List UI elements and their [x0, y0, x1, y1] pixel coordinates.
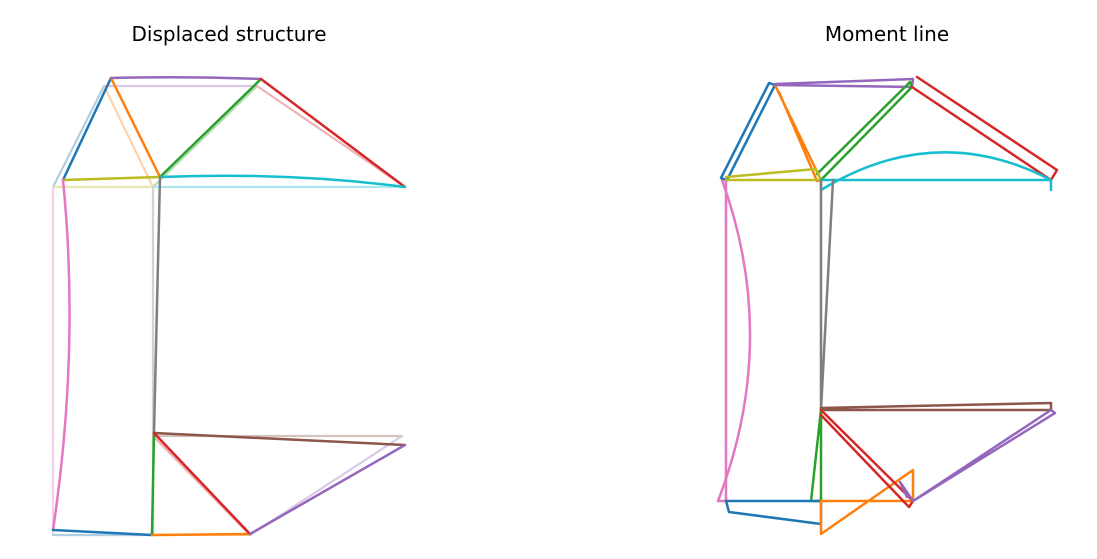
- displaced-member-gray: [152, 175, 162, 435]
- moment-member-gray: [819, 178, 835, 412]
- displaced-member-purple-bottom: [248, 443, 407, 536]
- moment-member-purple-bottom: [898, 408, 1057, 503]
- moment-member-green-bottom: [809, 408, 823, 503]
- moment-line-panel: [716, 75, 1059, 536]
- displaced-member-brown: [152, 431, 407, 447]
- moment-member-blue: [719, 81, 777, 182]
- displaced-member-purple-top: [109, 75, 263, 81]
- displaced-member-orange-bottom: [150, 532, 252, 537]
- moment-member-red-bottom: [819, 408, 915, 509]
- pink-moment-curve: [716, 178, 752, 503]
- undeformed-member-blue: [51, 84, 106, 189]
- undeformed-structure: [51, 84, 407, 537]
- displaced-member-blue-bottom: [51, 528, 154, 537]
- moment-member-pink: [716, 178, 752, 503]
- undeformed-member-orange: [102, 84, 155, 189]
- displaced-member-red-top: [259, 77, 407, 189]
- displaced-member-olive: [61, 175, 162, 182]
- moment-member-brown: [819, 401, 1053, 412]
- undeformed-member-red-top: [255, 84, 407, 189]
- moment-member-olive: [724, 167, 823, 182]
- moment-member-blue-bottom: [724, 499, 823, 526]
- undeformed-member-green-top: [151, 84, 259, 189]
- displaced-member-blue: [61, 76, 113, 182]
- displaced-member-pink: [51, 178, 71, 532]
- moment-member-orange: [773, 83, 823, 183]
- moment-member-green-top: [815, 80, 914, 182]
- displaced-member-orange: [109, 76, 162, 179]
- displaced-structure-title: Displaced structure: [131, 22, 327, 46]
- displaced-member-green-bottom: [150, 431, 156, 537]
- displaced-member-cyan: [158, 174, 407, 189]
- displaced-structure-panel: [51, 75, 407, 537]
- moment-line-title: Moment line: [824, 22, 950, 46]
- displaced-member-red-bottom: [152, 431, 252, 536]
- displaced-structure: [51, 75, 407, 537]
- moment-member-purple-top: [773, 77, 915, 89]
- moment-member-red-top: [910, 75, 1059, 182]
- moment-member-orange-bottom: [819, 468, 915, 536]
- displaced-member-green-top: [158, 77, 263, 179]
